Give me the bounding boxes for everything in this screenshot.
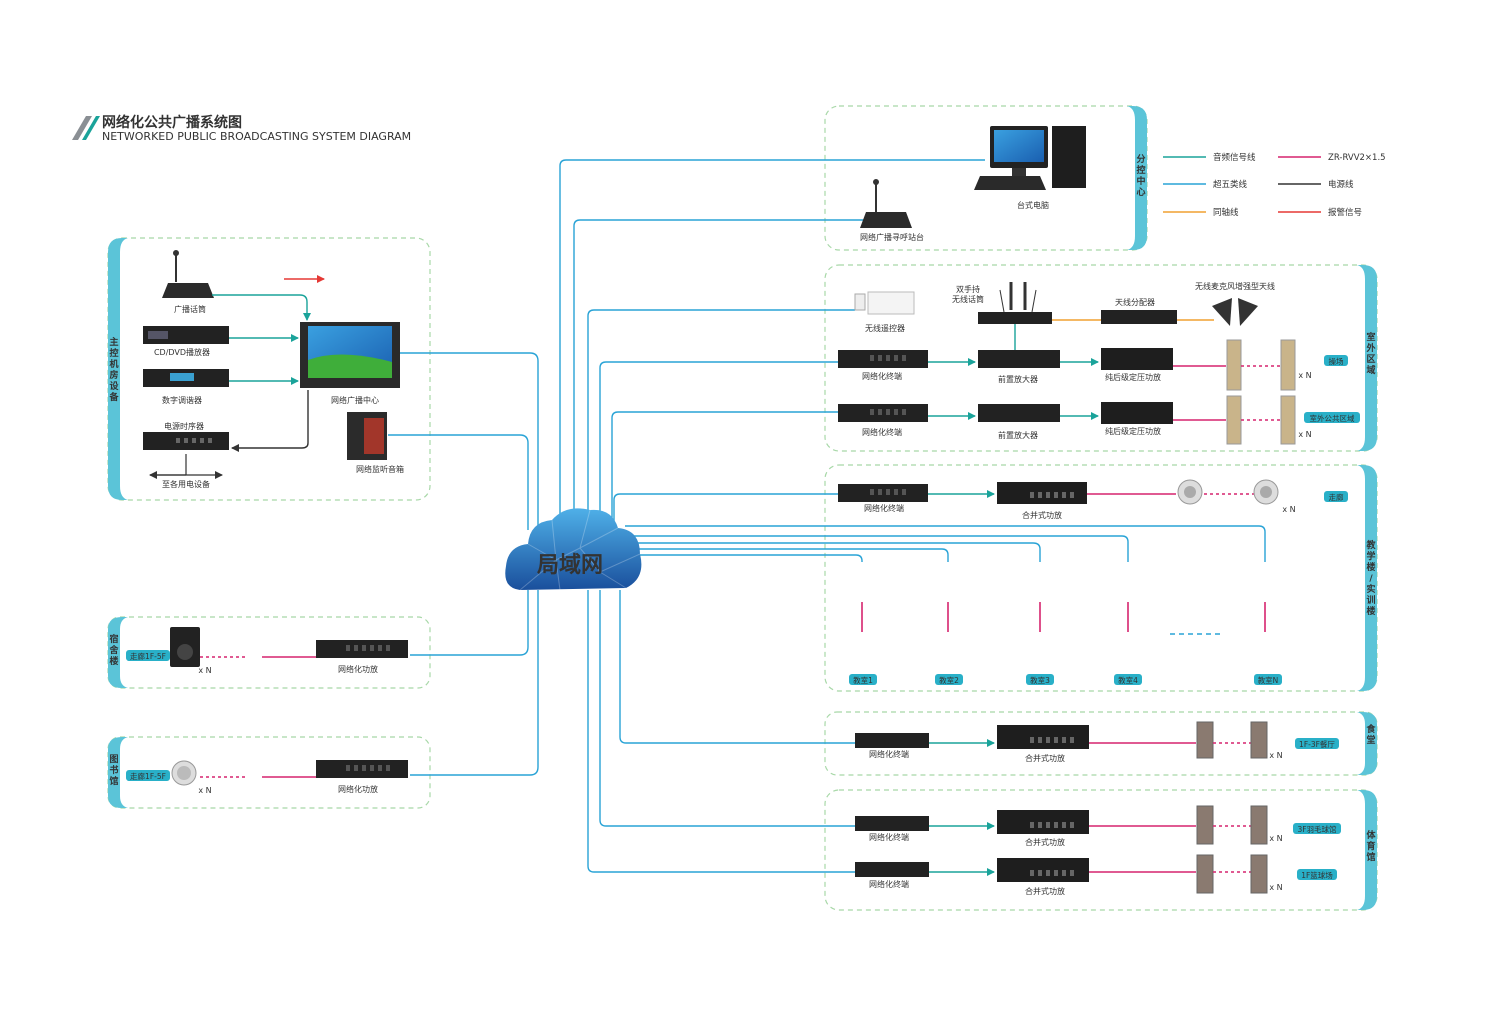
- teaching-devices: 网络化终端 合并式功放 x N 走廊 教室1 教室2 教室3: [838, 479, 1348, 685]
- zone-gym: [824, 789, 1378, 911]
- title-logo-icon: [72, 116, 92, 140]
- library-devices: 走廊1F-5F x N 网络化功放: [126, 760, 408, 795]
- svg-text:天线分配器: 天线分配器: [1115, 297, 1155, 307]
- svg-text:前置放大器: 前置放大器: [998, 430, 1038, 440]
- title-block: 网络化公共广播系统图 NETWORKED PUBLIC BROADCASTING…: [72, 114, 411, 143]
- zone-label-gym: 体育馆: [1366, 829, 1376, 863]
- svg-text:网络化终端: 网络化终端: [869, 832, 909, 842]
- svg-text:网络化终端: 网络化终端: [864, 503, 904, 513]
- legend-coax: 同轴线: [1213, 207, 1239, 218]
- svg-text:x N: x N: [1269, 883, 1282, 892]
- svg-text:室外公共区域: 室外公共区域: [1310, 413, 1355, 423]
- legend-audio: 音频信号线: [1213, 152, 1256, 163]
- svg-text:x N: x N: [198, 786, 211, 795]
- svg-text:教室N: 教室N: [1258, 675, 1279, 685]
- svg-text:网络化功放: 网络化功放: [338, 784, 378, 794]
- svg-text:走廊1F-5F: 走廊1F-5F: [130, 771, 166, 781]
- zone-side-bars: [108, 106, 1377, 910]
- svg-text:纯后级定压功放: 纯后级定压功放: [1105, 426, 1161, 436]
- svg-text:教室3: 教室3: [1030, 675, 1050, 685]
- svg-text:x N: x N: [1298, 430, 1311, 439]
- svg-text:合并式功放: 合并式功放: [1025, 886, 1065, 896]
- zone-label-library: 图书馆: [109, 754, 118, 787]
- lan-cloud-label: 局域网: [537, 552, 603, 578]
- monitor-speaker: 网络监听音箱: [347, 412, 404, 474]
- handheld-label-1: 双手持: [956, 284, 980, 294]
- title-cn: 网络化公共广播系统图: [102, 114, 242, 131]
- svg-text:x N: x N: [1298, 371, 1311, 380]
- digital-tuner: 数字调谐器: [143, 369, 229, 405]
- svg-text:x N: x N: [1269, 834, 1282, 843]
- svg-text:台式电脑: 台式电脑: [1017, 200, 1049, 210]
- svg-text:3F羽毛球馆: 3F羽毛球馆: [1297, 824, 1337, 834]
- title-en: NETWORKED PUBLIC BROADCASTING SYSTEM DIA…: [102, 130, 411, 143]
- zone-label-main-room: 主控机房设备: [108, 336, 119, 403]
- svg-text:教室2: 教室2: [939, 675, 959, 685]
- svg-text:合并式功放: 合并式功放: [1025, 753, 1065, 763]
- svg-text:纯后级定压功放: 纯后级定压功放: [1105, 372, 1161, 382]
- zone-label-branch: 分控中心: [1136, 153, 1145, 198]
- zone-label-canteen: 食堂: [1365, 723, 1376, 746]
- zone-main-room: [107, 237, 431, 501]
- svg-text:至各用电设备: 至各用电设备: [162, 479, 210, 489]
- legend-power: 电源线: [1328, 179, 1354, 190]
- legend: 音频信号线 ZR-RVV2×1.5 超五类线 电源线 同轴线 报警信号: [1163, 152, 1386, 218]
- outdoor-devices: 无线遥控器 双手持 无线话筒 天线分配器 无线麦克风增强型天线 网络化终端 前置…: [838, 281, 1360, 445]
- svg-text:合并式功放: 合并式功放: [1022, 510, 1062, 520]
- svg-text:x N: x N: [1269, 751, 1282, 760]
- svg-text:教室4: 教室4: [1118, 675, 1138, 685]
- gym-devices: 网络化终端 合并式功放 x N 3F羽毛球馆 网络化终端 合并式功放 x N 1…: [855, 805, 1341, 896]
- power-sequencer: 电源时序器 至各用电设备: [143, 421, 229, 489]
- svg-text:网络广播中心: 网络广播中心: [331, 395, 379, 405]
- cd-dvd-player: CD/DVD播放器: [143, 326, 229, 357]
- svg-text:1F-3F餐厅: 1F-3F餐厅: [1299, 740, 1335, 749]
- main-room-devices: 广播话筒 CD/DVD播放器 数字调谐器 电源时序器 至各用电设备: [143, 250, 404, 489]
- svg-text:网络化终端: 网络化终端: [869, 749, 909, 759]
- svg-text:走廊1F-5F: 走廊1F-5F: [130, 651, 166, 661]
- svg-text:电源时序器: 电源时序器: [164, 421, 204, 431]
- svg-text:x N: x N: [1282, 505, 1295, 514]
- svg-text:网络化终端: 网络化终端: [862, 427, 902, 437]
- svg-text:走廊: 走廊: [1329, 492, 1345, 502]
- svg-text:网络化终端: 网络化终端: [862, 371, 902, 381]
- branch-devices: 台式电脑 网络广播寻呼站台: [860, 126, 1086, 242]
- legend-alarm: 报警信号: [1328, 207, 1362, 218]
- zone-label-teaching: 教学楼/实训楼: [1365, 539, 1376, 617]
- svg-text:广播话筒: 广播话筒: [174, 304, 206, 314]
- zone-teaching: [824, 464, 1378, 692]
- zone-labels: 主控机房设备 宿舍楼 图书馆 分控中心 室外区域 教学楼/实训楼 食堂 体育馆: [108, 153, 1376, 863]
- svg-text:x N: x N: [198, 666, 211, 675]
- svg-text:前置放大器: 前置放大器: [998, 374, 1038, 384]
- svg-text:网络化终端: 网络化终端: [869, 879, 909, 889]
- svg-text:网络监听音箱: 网络监听音箱: [356, 464, 404, 474]
- zone-label-dorm: 宿舍楼: [108, 633, 119, 667]
- svg-text:无线麦克风增强型天线: 无线麦克风增强型天线: [1195, 281, 1275, 291]
- handheld-label-2: 无线话筒: [952, 294, 984, 304]
- zone-panels: [107, 105, 1378, 911]
- svg-text:数字调谐器: 数字调谐器: [162, 395, 202, 405]
- canteen-devices: 网络化终端 合并式功放 x N 1F-3F餐厅: [855, 721, 1339, 763]
- svg-text:网络化功放: 网络化功放: [338, 664, 378, 674]
- network-cables: [388, 159, 1266, 873]
- svg-text:无线遥控器: 无线遥控器: [865, 323, 905, 333]
- lan-cloud: 局域网: [505, 508, 642, 591]
- svg-text:网络广播寻呼站台: 网络广播寻呼站台: [860, 232, 924, 242]
- svg-text:1F篮球场: 1F篮球场: [1301, 870, 1333, 880]
- legend-cat5: 超五类线: [1213, 179, 1248, 190]
- broadcast-center: 网络广播中心: [300, 322, 400, 405]
- zone-label-outdoor: 室外区域: [1365, 331, 1375, 376]
- svg-text:操场: 操场: [1329, 356, 1345, 366]
- legend-rvv: ZR-RVV2×1.5: [1328, 153, 1386, 163]
- svg-text:教室1: 教室1: [853, 675, 873, 685]
- svg-text:合并式功放: 合并式功放: [1025, 837, 1065, 847]
- svg-text:CD/DVD播放器: CD/DVD播放器: [154, 347, 210, 357]
- broadcast-mic: 广播话筒: [162, 250, 214, 314]
- dorm-devices: 走廊1F-5F x N 网络化功放: [126, 627, 408, 675]
